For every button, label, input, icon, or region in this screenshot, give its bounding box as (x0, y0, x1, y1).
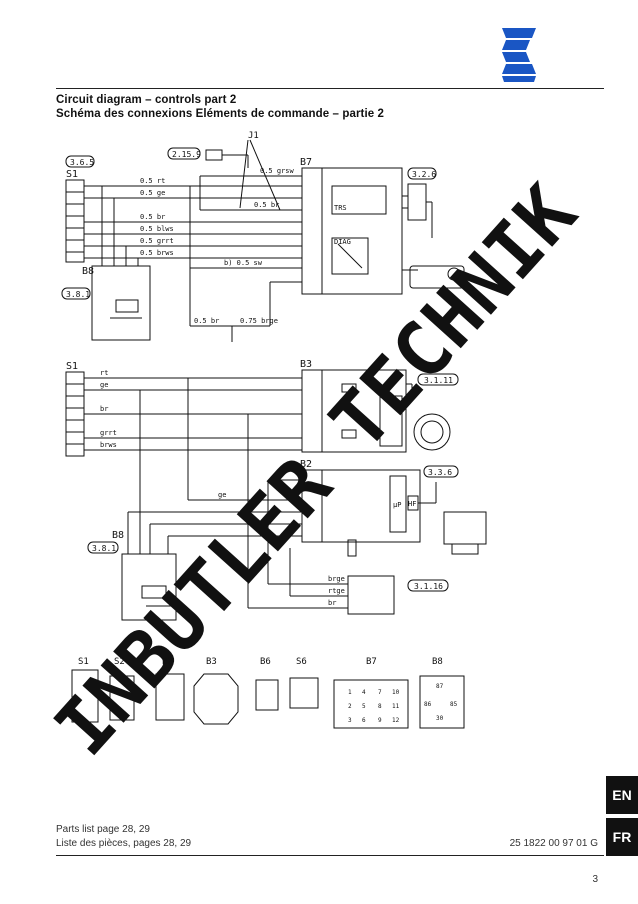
wire-label: brge (328, 575, 345, 583)
pin-label: 8 (378, 703, 382, 710)
ref-label: 2.15.9 (172, 150, 201, 159)
component-label: B2 (300, 459, 312, 470)
internal-label: µP (393, 501, 401, 509)
wire-label: 0.75 brge (240, 317, 278, 325)
pin-label: 12 (392, 717, 400, 724)
component-label: S1 (66, 169, 78, 180)
pin-label: 5 (362, 703, 366, 710)
connector-label: B7 (366, 657, 377, 667)
ref-label: 3.8.1 (92, 544, 116, 553)
component-label: S1 (66, 361, 78, 372)
eberspaecher-logo (502, 28, 536, 82)
lang-tab-en[interactable]: EN (606, 776, 638, 814)
pin-label: 1 (348, 689, 352, 696)
wire-label: rtge (328, 587, 345, 595)
wire-label: 0.5 rt (140, 177, 165, 185)
pin-label: 87 (436, 683, 444, 690)
pin-label: 85 (450, 701, 458, 708)
pin-label: 30 (436, 715, 444, 722)
ref-label: 3.6.5 (70, 158, 94, 167)
pin-label: 6 (362, 717, 366, 724)
page-title-fr: Schéma des connexions Eléments de comman… (56, 108, 385, 120)
wire-label: br (100, 405, 108, 413)
pin-label: 9 (378, 717, 382, 724)
component-label: B8 (112, 530, 124, 541)
page-title-en: Circuit diagram – controls part 2 (56, 94, 237, 106)
wire-label: ge (100, 381, 108, 389)
connector-label: S1 (78, 657, 89, 667)
pin-label: 86 (424, 701, 432, 708)
ref-label: 3.3.6 (428, 468, 452, 477)
wire-label: 0.5 brws (140, 249, 174, 257)
internal-label: t° (364, 378, 372, 386)
connector-label: S2 (114, 657, 125, 667)
pin-label: 7 (378, 689, 382, 696)
ref-label: 3.8.1 (66, 290, 90, 299)
page-number: 3 (592, 874, 598, 885)
internal-label: DIAG (334, 238, 351, 246)
parts-list-en: Parts list page 28, 29 (56, 824, 150, 835)
connector-label: B6 (260, 657, 271, 667)
wire-label: 0.5 grsw (260, 167, 295, 175)
pin-label: 10 (392, 689, 400, 696)
wire-label: 0.5 grrt (140, 237, 174, 245)
wire-label: brws (100, 441, 117, 449)
component-label: B8 (82, 266, 94, 277)
connector-label: B3 (206, 657, 217, 667)
pin-label: 11 (392, 703, 400, 710)
connector-label: B2 (162, 657, 173, 667)
footer-rule (56, 855, 604, 856)
wire-label: 0.5 br (254, 201, 279, 209)
component-label: B7 (300, 157, 312, 168)
wire-label: 0.5 ge (140, 189, 165, 197)
wire-label: 0.5 br (140, 213, 165, 221)
wire-label: 0.5 br (194, 317, 219, 325)
wire-label: b) 0.5 sw (224, 259, 263, 267)
doc-number: 25 1822 00 97 01 G (509, 838, 598, 849)
wire-label: rt (100, 369, 108, 377)
wire-label: grrt (100, 429, 117, 437)
pin-label: 4 (362, 689, 366, 696)
lang-tab-fr[interactable]: FR (606, 818, 638, 856)
wire-label: ge (218, 491, 226, 499)
parts-list-fr: Liste des pièces, pages 28, 29 (56, 838, 192, 849)
connector-label: B8 (432, 657, 443, 667)
wire-label: 0.5 blws (140, 225, 174, 233)
header-rule (56, 88, 604, 89)
ref-label: 3.1.16 (414, 582, 443, 591)
ref-label: 3.2.6 (412, 170, 436, 179)
internal-label: TRS (334, 204, 347, 212)
pin-label: 3 (348, 717, 352, 724)
component-label: J1 (248, 131, 259, 141)
component-label: B3 (300, 359, 312, 370)
connector-label: S6 (296, 657, 307, 667)
internal-label: HF (408, 500, 416, 508)
ref-label: 3.1.11 (424, 376, 453, 385)
pin-label: 2 (348, 703, 352, 710)
wire-label: br (328, 599, 336, 607)
